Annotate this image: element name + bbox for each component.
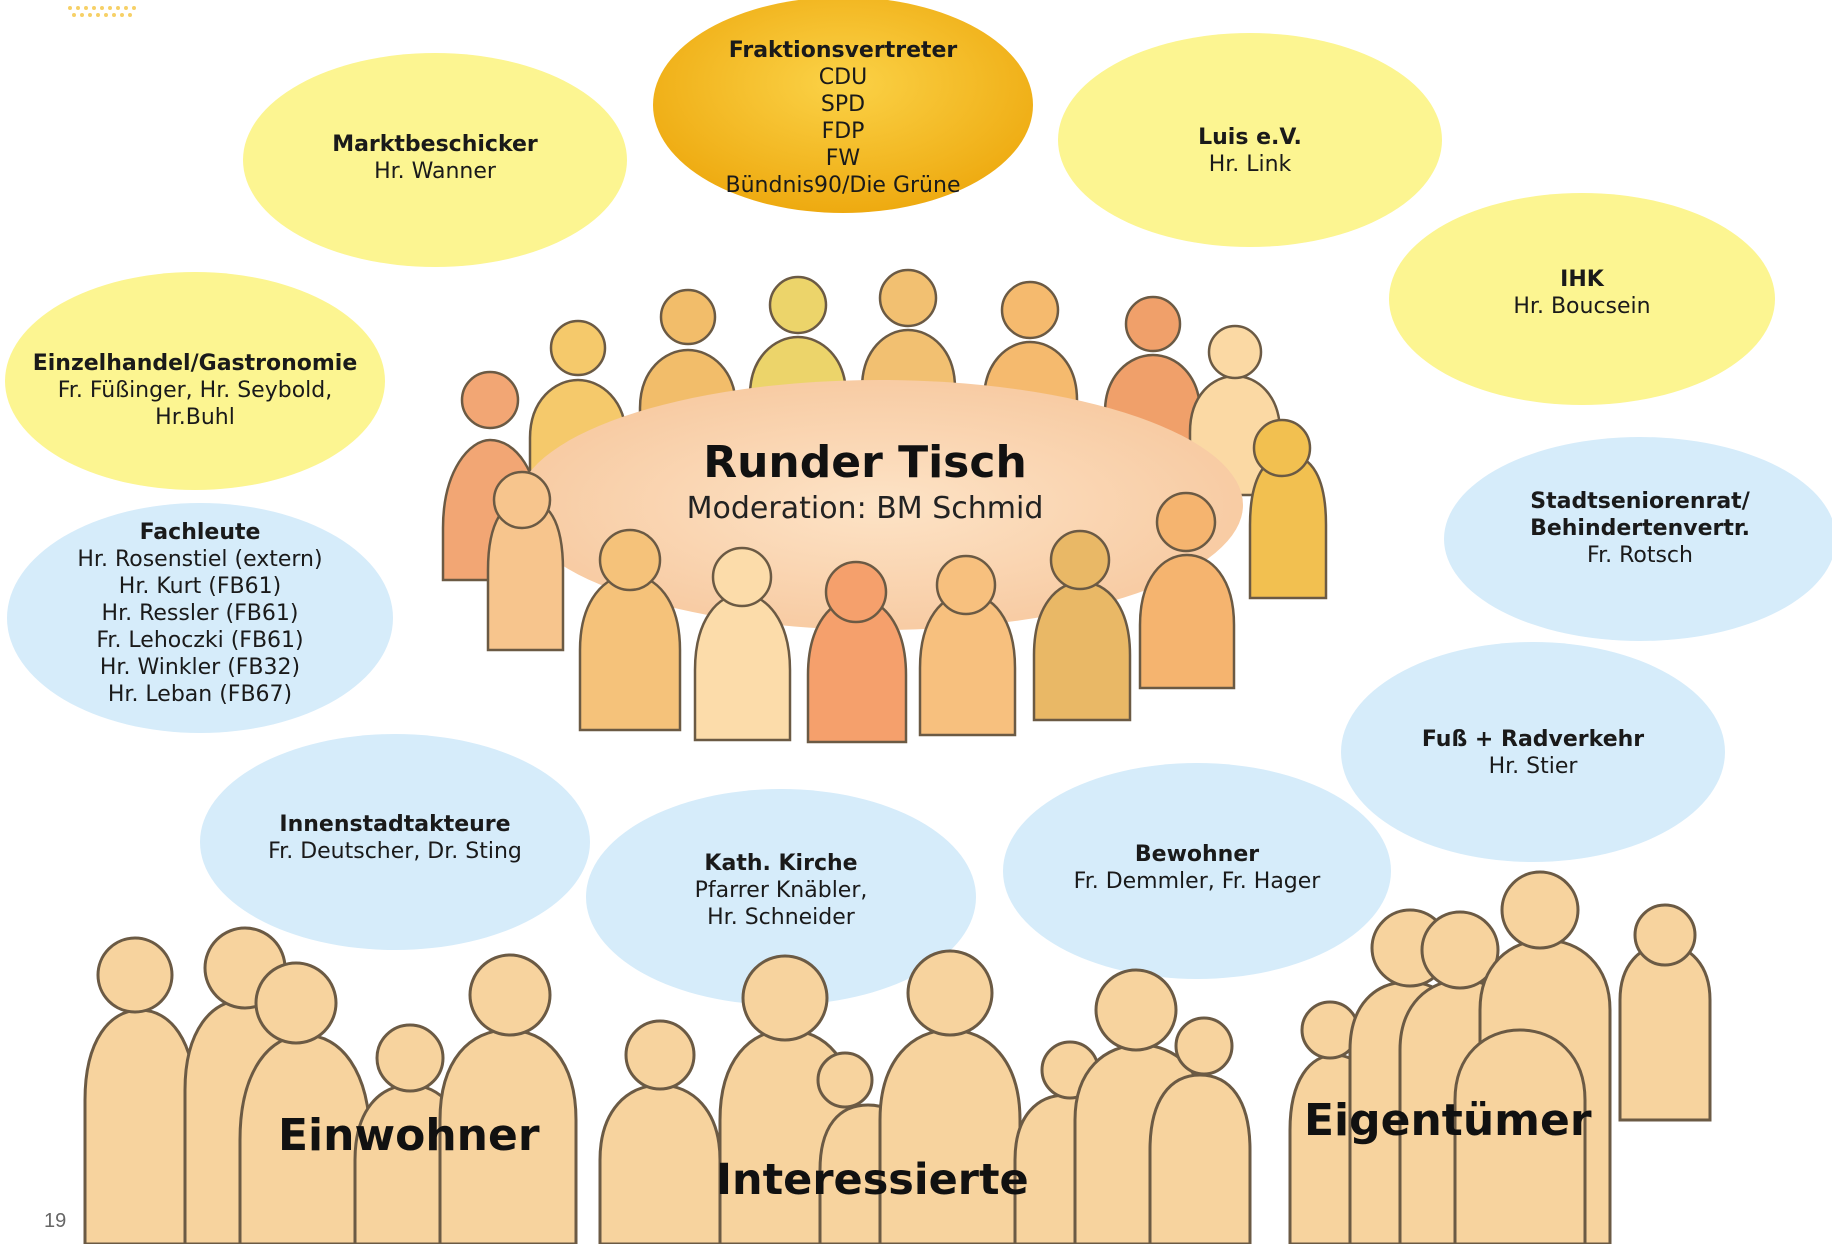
bubble-line: Fr. Deutscher, Dr. Sting [268, 839, 522, 864]
bubble-line: Fr. Rotsch [1587, 543, 1693, 568]
bubble-einzelhandel [5, 272, 385, 490]
bubble-kath-kirche [586, 789, 976, 1005]
label-stadtseniorenrat: Stadtseniorenrat/ Behindertenvertr. Fr. … [1480, 488, 1800, 569]
bubble-fuss-rad [1341, 642, 1725, 862]
bubble-line: Hr. Boucsein [1513, 294, 1651, 319]
bubble-innenstadtakteure [200, 734, 590, 950]
bubble-bewohner [1003, 763, 1391, 979]
bubble-line: SPD [820, 92, 866, 117]
bubble-title: Marktbeschicker [332, 132, 538, 157]
bubble-ihk [1389, 193, 1775, 405]
bubble-line: Fr. Füßinger, Hr. Seybold, [57, 378, 333, 403]
bubble-line: Hr. Kurt (FB61) [118, 574, 282, 599]
label-marktbeschicker: Marktbeschicker Hr. Wanner [255, 131, 615, 185]
bubble-marktbeschicker [243, 53, 627, 267]
bubble-line: Hr. Ressler (FB61) [101, 601, 299, 626]
bubble-title: Kath. Kirche [704, 851, 858, 876]
label-innenstadtakteure: Innenstadtakteure Fr. Deutscher, Dr. Sti… [215, 811, 575, 865]
bubble-line: Hr. Wanner [374, 159, 496, 184]
logo-icon [0, 0, 508, 34]
label-fuss-rad: Fuß + Radverkehr Hr. Stier [1353, 726, 1713, 780]
bubble-title: Einzelhandel/Gastronomie [32, 351, 358, 376]
round-table-subtitle: Moderation: BM Schmid [686, 491, 1044, 526]
bubble-line: Fr. Demmler, Fr. Hager [1073, 869, 1321, 894]
bubble-line: Pfarrer Knäbler, [694, 878, 868, 903]
bubble-line: Hr. Rosenstiel (extern) [77, 547, 323, 572]
label-einzelhandel: Einzelhandel/Gastronomie Fr. Füßinger, H… [10, 350, 380, 431]
label-luis: Luis e.V. Hr. Link [1070, 124, 1430, 178]
crowd-label-einwohner: Einwohner [278, 1110, 540, 1161]
label-kath-kirche: Kath. Kirche Pfarrer Knäbler, Hr. Schnei… [601, 850, 961, 931]
bubble-line: Hr. Winkler (FB32) [99, 655, 301, 680]
bubble-fraktionsvertreter [653, 0, 1033, 213]
bubble-title: Fraktionsvertreter [728, 38, 958, 63]
bubble-line: FDP [821, 119, 865, 144]
bubble-line: Bündnis90/Die Grüne [725, 173, 961, 198]
bubble-title: Fuß + Radverkehr [1421, 727, 1645, 752]
bubble-title: Fachleute [139, 520, 261, 545]
label-fachleute: Fachleute Hr. Rosenstiel (extern) Hr. Ku… [20, 519, 380, 708]
crowd-label-interessierte: Interessierte [716, 1155, 1029, 1205]
bubble-line: Hr. Schneider [707, 905, 855, 930]
bubble-line: Hr. Link [1208, 152, 1292, 177]
bubble-line: Fr. Lehoczki (FB61) [96, 628, 304, 653]
bubble-title: Stadtseniorenrat/ Behindertenvertr. [1530, 489, 1750, 541]
label-fraktionsvertreter: Fraktionsvertreter CDU SPD FDP FW Bündni… [653, 37, 1033, 199]
bubble-line: Hr. Stier [1488, 754, 1578, 779]
label-ihk: IHK Hr. Boucsein [1402, 266, 1762, 320]
bubble-line: Hr.Buhl [155, 405, 235, 430]
bubble-luis [1058, 33, 1442, 247]
bubble-title: Innenstadtakteure [279, 812, 511, 837]
crowd-label-eigentuemer: Eigentümer [1304, 1095, 1592, 1146]
bubble-line: FW [825, 146, 861, 171]
bubble-line: CDU [818, 65, 868, 90]
bubble-line: Hr. Leban (FB67) [107, 682, 293, 707]
bubble-title: Luis e.V. [1198, 125, 1302, 150]
bubble-title: IHK [1560, 267, 1604, 292]
round-table-people-front [486, 418, 1328, 744]
bubble-stadtseniorenrat [1444, 437, 1832, 641]
crowd-people [83, 870, 1712, 1244]
page-number: 19 [44, 1210, 67, 1232]
round-table-title: Runder Tisch [703, 437, 1027, 488]
round-table-label: Runder Tisch Moderation: BM Schmid [560, 436, 1170, 528]
bubble-fachleute [7, 503, 393, 733]
bubble-title: Bewohner [1134, 842, 1260, 867]
label-bewohner: Bewohner Fr. Demmler, Fr. Hager [1017, 841, 1377, 895]
